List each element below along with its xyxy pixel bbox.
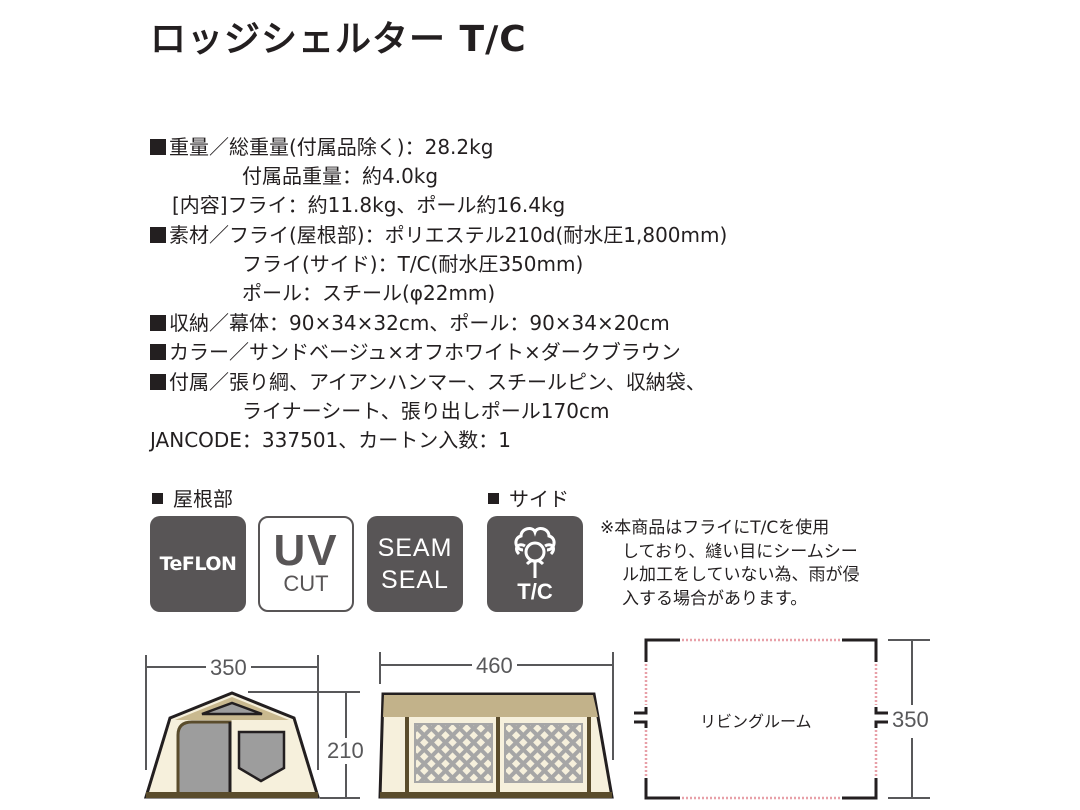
bullet-square [488,493,499,504]
floor-depth-label: 350 [888,707,933,733]
side-length-label: 460 [472,653,517,679]
bullet-square [152,493,163,504]
spec-storage: 収納／幕体：90×34×32cm、ポール：90×34×20cm [150,309,670,338]
section-side-label: サイド [488,483,569,512]
spec-accessory-weight: 付属品重量：約4.0kg [242,164,439,188]
front-width-label: 350 [206,655,251,681]
seam-seal-badge: SEAM SEAL [367,516,463,612]
teflon-logo-icon: TeFLON [159,553,237,575]
teflon-badge: TeFLON [150,516,246,612]
height-label: 210 [323,738,368,764]
bullet-square [150,374,166,390]
spec-jancode: JANCODE：337501、カートン入数：1 [150,428,512,452]
front-dimension-lines [145,655,360,799]
spec-material: 素材／フライ(屋根部)：ポリエステル210d(耐水圧1,800mm) [150,221,727,250]
page-title: ロッジシェルター T/C [150,19,527,60]
bullet-square [150,315,166,331]
spec-material-pole: ポール：スチール(φ22mm) [242,281,496,305]
spec-weight: 重量／総重量(付属品除く)：28.2kg [150,133,493,162]
spec-material-side: フライ(サイド)：T/C(耐水圧350mm) [242,252,584,276]
spec-accessories: 付属／張り綱、アイアンハンマー、スチールピン、収納袋、 [150,368,706,397]
tent-front-view-icon [143,691,321,799]
section-roof-label: 屋根部 [152,483,233,512]
tc-badge: T/C [487,516,583,612]
spec-contents: [内容]フライ：約11.8kg、ポール約16.4kg [172,193,566,217]
uv-cut-badge: UV CUT [258,516,354,612]
bullet-square [150,344,166,360]
tent-side-view-icon [378,692,614,799]
living-room-label: リビングルーム [700,712,812,731]
spec-accessories-cont: ライナーシート、張り出しポール170cm [242,399,610,423]
tc-notice: ※本商品はフライにT/Cを使用 しており、縫い目にシームシー ル加工をしていない… [600,518,860,609]
bullet-square [150,227,166,243]
floor-plan-icon [634,638,930,800]
spec-color: カラー／サンドベージュ×オフホワイト×ダークブラウン [150,338,681,367]
bullet-square [150,139,166,155]
cotton-icon [514,527,556,578]
